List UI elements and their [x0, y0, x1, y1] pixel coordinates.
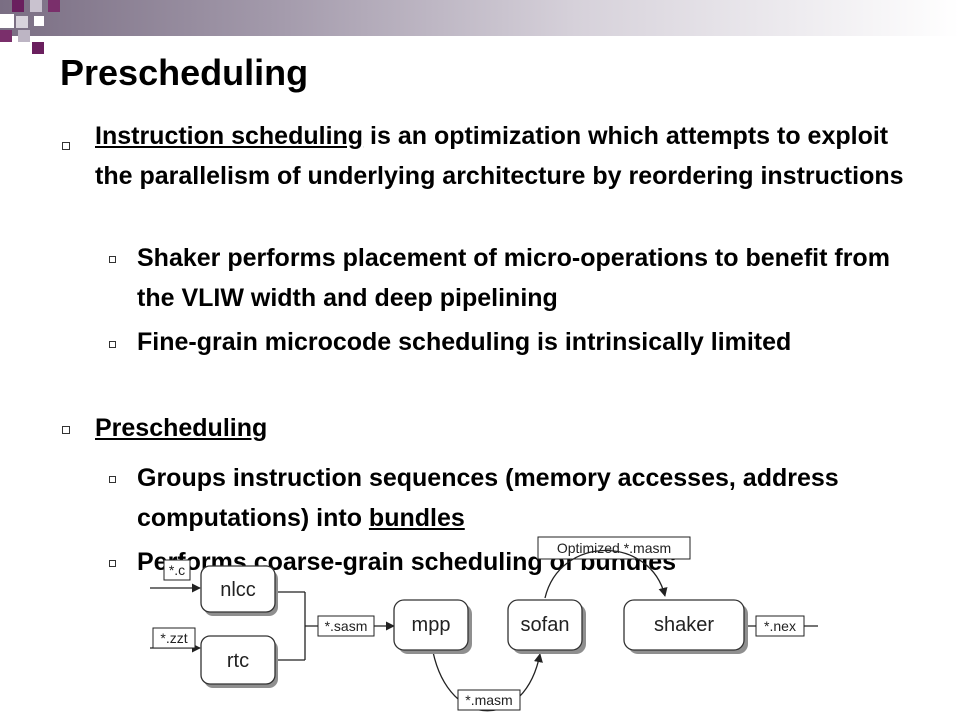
svg-text:rtc: rtc	[227, 650, 249, 672]
term-instruction-scheduling: Instruction scheduling	[95, 122, 364, 150]
label-zzt: *.zzt	[152, 627, 196, 649]
term-bundles: bundles	[368, 504, 465, 532]
bullet-marker-icon	[109, 341, 116, 348]
bullet-prescheduling: Prescheduling	[95, 408, 925, 448]
node-rtc: rtc	[200, 635, 278, 688]
svg-text:sofan: sofan	[521, 614, 570, 636]
header-decoration	[0, 0, 960, 60]
svg-text:*.nex: *.nex	[764, 618, 796, 634]
term-prescheduling: Prescheduling	[95, 414, 268, 442]
svg-text:*.sasm: *.sasm	[325, 618, 368, 634]
deco-square	[0, 30, 12, 42]
label-nex: *.nex	[755, 615, 805, 637]
deco-square	[0, 14, 14, 28]
bullet-text: Groups instruction sequences (memory acc…	[137, 464, 839, 532]
node-sofan: sofan	[507, 599, 586, 654]
node-nlcc: nlcc	[200, 565, 278, 616]
label-c: *.c	[163, 559, 191, 581]
bullet-marker-icon	[62, 426, 70, 434]
deco-square	[48, 0, 60, 12]
bullet-marker-icon	[109, 560, 116, 567]
deco-square	[12, 0, 24, 12]
bullet-marker-icon	[109, 476, 116, 483]
bullet-fine-grain: Fine-grain microcode scheduling is intri…	[137, 328, 792, 356]
svg-text:nlcc: nlcc	[220, 579, 256, 601]
deco-square	[30, 0, 42, 12]
deco-square	[32, 42, 44, 54]
header-gradient-bar	[0, 0, 960, 36]
svg-text:*.c: *.c	[169, 562, 185, 578]
label-optimized-masm: Optimized *.masm	[537, 536, 691, 560]
deco-square	[18, 30, 30, 42]
bullet-list: Instruction scheduling is an optimizatio…	[62, 116, 927, 576]
bullet-text: is an optimization which attempts to exp…	[95, 122, 904, 190]
svg-text:*.zzt: *.zzt	[160, 630, 187, 646]
bullet-marker-icon	[109, 256, 116, 263]
svg-text:*.masm: *.masm	[465, 692, 512, 708]
slide-title: Prescheduling	[60, 52, 309, 93]
node-mpp: mpp	[393, 599, 472, 654]
deco-square	[34, 16, 44, 26]
bullet-groups-bundles: Groups instruction sequences (memory acc…	[137, 458, 927, 538]
svg-text:Optimized *.masm: Optimized *.masm	[557, 540, 671, 556]
node-shaker: shaker	[623, 599, 748, 654]
bullet-shaker-placement: Shaker performs placement of micro-opera…	[137, 244, 890, 312]
svg-text:shaker: shaker	[654, 614, 714, 636]
label-masm: *.masm	[457, 689, 521, 711]
deco-square	[16, 16, 28, 28]
bullet-instruction-scheduling: Instruction scheduling is an optimizatio…	[95, 116, 925, 196]
svg-text:mpp: mpp	[412, 614, 451, 636]
bullet-marker-icon	[62, 142, 70, 150]
label-sasm: *.sasm	[317, 615, 375, 637]
